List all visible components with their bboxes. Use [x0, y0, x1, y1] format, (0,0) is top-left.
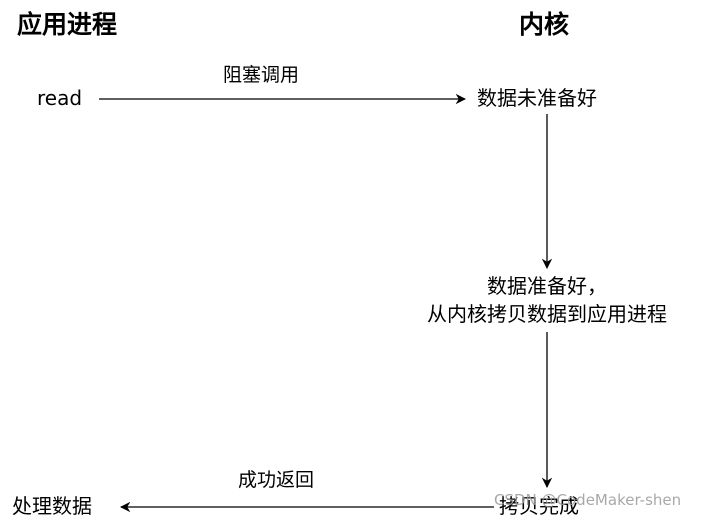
data-ready-line: 数据准备好，: [487, 274, 607, 298]
process-data-node: 处理数据: [12, 494, 92, 518]
app-process-heading: 应用进程: [17, 10, 118, 39]
data-not-ready-node: 数据未准备好: [477, 86, 597, 110]
data-ready-copy-node: 数据准备好， 从内核拷贝数据到应用进程: [427, 272, 667, 328]
kernel-heading: 内核: [519, 10, 570, 39]
read-call-node: read: [37, 86, 83, 110]
copy-done-node: 拷贝完成: [499, 494, 579, 518]
copy-to-process-line: 从内核拷贝数据到应用进程: [427, 302, 667, 326]
csdn-watermark: CSDN @CodeMaker-shen: [494, 491, 682, 509]
blocking-call-label: 阻塞调用: [223, 64, 300, 86]
success-return-label: 成功返回: [238, 469, 315, 491]
